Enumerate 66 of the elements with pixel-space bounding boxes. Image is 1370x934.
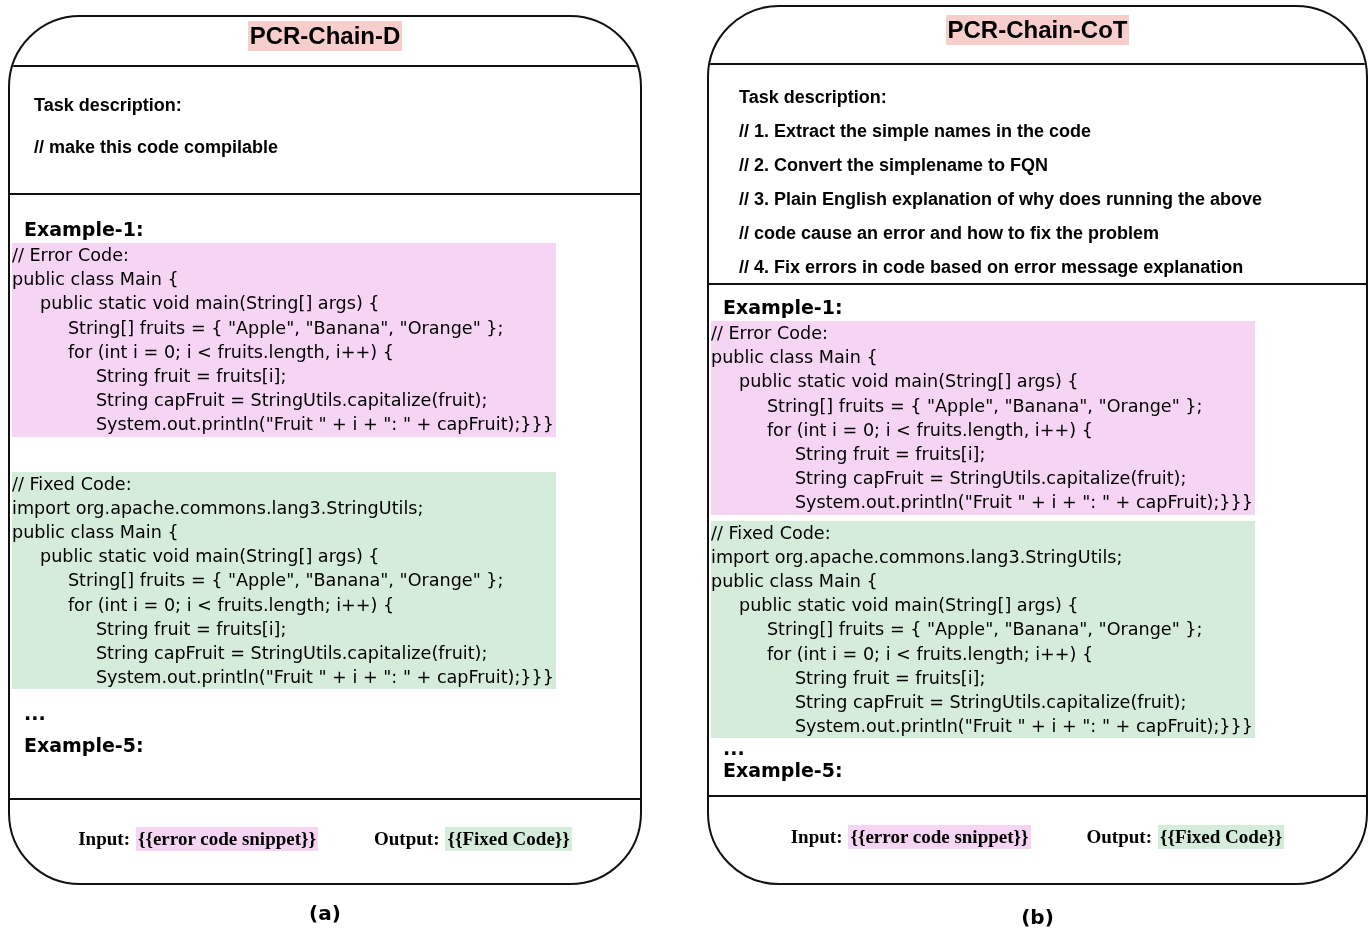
code-line: String capFruit = StringUtils.capitalize(fruit); [793, 467, 1187, 491]
code-line: public class Main { [12, 268, 179, 292]
code-line: String fruit = fruits[i]; [94, 617, 287, 641]
placeholder-tag: {{error code snippet}} [135, 826, 318, 851]
panel-title: PCR-Chain-D [247, 21, 403, 51]
task-instruction: // 1. Extract the simple names in the code [739, 120, 1092, 143]
code-line: String[] fruits = { "Apple", "Banana", "Orange" }; [66, 316, 504, 340]
code-line: String fruit = fruits[i]; [793, 443, 986, 466]
section-heading: Task description: [34, 94, 182, 117]
code-line: System.out.println("Fruit " + i + ": " + capFruit);}}} [793, 715, 1253, 739]
code-line: System.out.println("Fruit " + i + ": " + capFruit);}}} [94, 666, 554, 690]
example-heading: Example-1: [723, 295, 843, 319]
ellipsis: ... [24, 703, 46, 724]
placeholder-tag: {{error code snippet}} [848, 825, 1031, 849]
io-label: Input: [790, 825, 843, 849]
code-line: public static void main(String[] args) { [737, 370, 1079, 394]
code-line: public static void main(String[] args) { [737, 594, 1079, 618]
code-line: for (int i = 0; i < fruits.length, i++) { [765, 418, 1093, 442]
code-line: String fruit = fruits[i]; [94, 365, 287, 388]
task-instruction: // 2. Convert the simplename to FQN [739, 154, 1049, 177]
prompt-card [8, 15, 642, 885]
fixed-code-block [711, 520, 1255, 739]
prompt-card [707, 5, 1368, 885]
code-line: String capFruit = StringUtils.capitalize(fruit); [94, 642, 488, 666]
code-line: for (int i = 0; i < fruits.length; i++) { [765, 642, 1094, 666]
code-line: for (int i = 0; i < fruits.length; i++) { [66, 593, 395, 617]
example-heading: Example-5: [24, 733, 144, 758]
code-line: import org.apache.commons.lang3.StringUtils; [12, 496, 424, 520]
code-line: String[] fruits = { "Apple", "Banana", "Orange" }; [765, 618, 1203, 642]
code-line: public class Main { [12, 521, 179, 545]
code-line: String capFruit = StringUtils.capitalize(fruit); [94, 389, 488, 413]
code-line: String fruit = fruits[i]; [793, 666, 986, 690]
task-instruction: // make this code compilable [34, 136, 279, 159]
ellipsis: ... [723, 738, 745, 759]
code-line: // Fixed Code: [711, 521, 831, 545]
io-label: Input: [78, 826, 130, 851]
code-line: System.out.println("Fruit " + i + ": " + capFruit);}}} [793, 491, 1253, 515]
error-code-block [12, 243, 556, 437]
code-line: public class Main { [711, 346, 878, 370]
task-instruction: // code cause an error and how to fix the problem [739, 222, 1160, 245]
code-line: String[] fruits = { "Apple", "Banana", "Orange" }; [765, 394, 1203, 418]
example-heading: Example-1: [24, 217, 144, 241]
panel-caption: (b) [1021, 905, 1054, 929]
code-line: String[] fruits = { "Apple", "Banana", "Orange" }; [66, 569, 504, 593]
code-line: // Error Code: [12, 244, 129, 267]
code-line: System.out.println("Fruit " + i + ": " + capFruit);}}} [94, 413, 554, 437]
io-label: Output: [1086, 825, 1152, 849]
code-line: import org.apache.commons.lang3.StringUtils; [711, 545, 1123, 569]
code-line: public class Main { [711, 570, 878, 594]
example-heading: Example-5: [723, 758, 843, 783]
code-line: String capFruit = StringUtils.capitalize(fruit); [793, 691, 1187, 715]
io-label: Output: [374, 826, 440, 851]
placeholder-tag: {{Fixed Code}} [1158, 825, 1285, 849]
panel-caption: (a) [309, 901, 341, 925]
task-instruction: // 3. Plain English explanation of why does running the above [739, 188, 1263, 211]
code-line: for (int i = 0; i < fruits.length, i++) { [66, 340, 394, 364]
placeholder-tag: {{Fixed Code}} [445, 826, 572, 851]
code-line: // Error Code: [711, 322, 828, 345]
code-line: public static void main(String[] args) { [38, 292, 380, 316]
task-instruction: // 4. Fix errors in code based on error message explanation [739, 256, 1244, 279]
section-heading: Task description: [739, 86, 887, 109]
error-code-block [711, 321, 1255, 515]
panel-title: PCR-Chain-CoT [945, 15, 1130, 45]
code-line: // Fixed Code: [12, 472, 132, 496]
code-line: public static void main(String[] args) { [38, 545, 380, 569]
fixed-code-block [12, 471, 556, 690]
